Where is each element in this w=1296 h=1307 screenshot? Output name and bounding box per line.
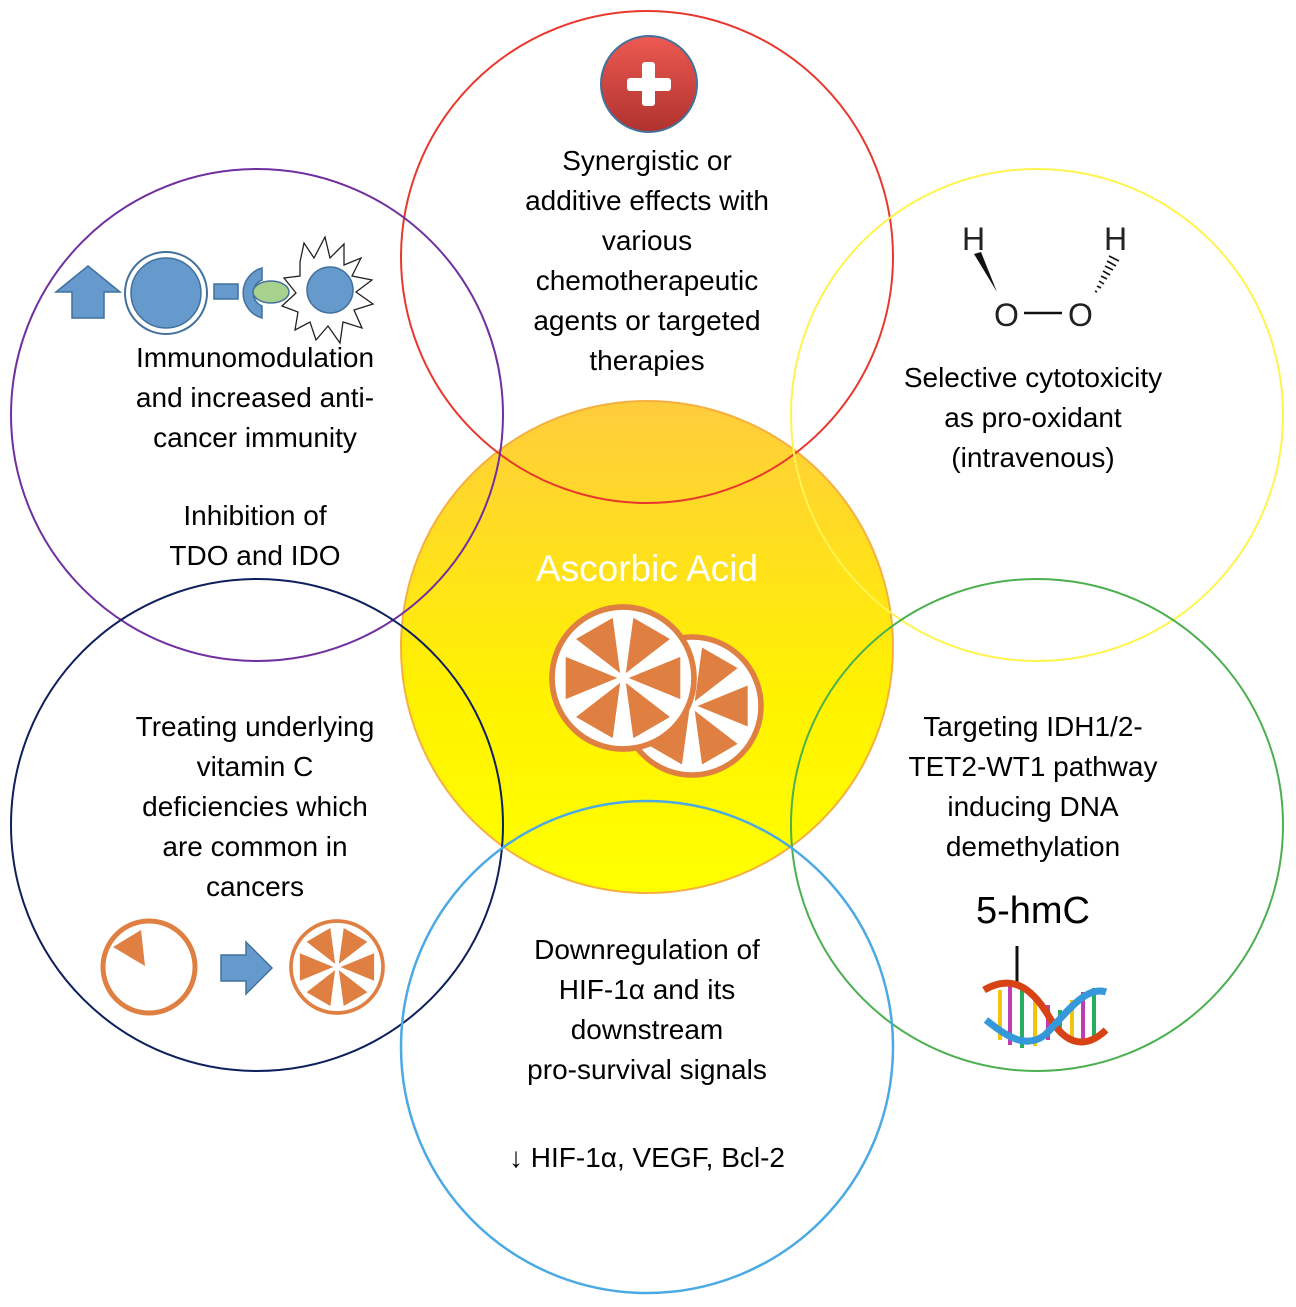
- atom-h-left: H: [962, 221, 985, 257]
- node-text-immunomodulation: Immunomodulation and increased anti- can…: [135, 342, 375, 453]
- node-subtext-hif: ↓ HIF-1α, VEGF, Bcl-2: [508, 1142, 785, 1173]
- node-text-deficiency: Treating underlying vitamin C deficienci…: [135, 711, 375, 902]
- node-subtext-immunomodulation: Inhibition of TDO and IDO: [169, 500, 341, 571]
- atom-h-right: H: [1104, 221, 1127, 257]
- full-orange-icon: [289, 919, 385, 1015]
- atom-o-right: O: [1068, 297, 1093, 333]
- depleted-orange-icon: [100, 918, 198, 1016]
- node-text-demethylation: Targeting IDH1/2- TET2-WT1 pathway induc…: [908, 711, 1158, 862]
- ring-bottom-left-deficiency: [10, 578, 504, 1072]
- node-text-synergy: Synergistic or additive effects with var…: [525, 145, 769, 376]
- orange-segment: [576, 682, 621, 739]
- orange-segment: [628, 656, 681, 700]
- atom-o-left: O: [994, 297, 1019, 333]
- center-title: Ascorbic Acid: [535, 548, 759, 589]
- orange-slices-icon: [549, 604, 764, 778]
- orange-segment: [299, 953, 334, 981]
- orange-segment: [338, 970, 368, 1006]
- ring-bottom-hif: [399, 799, 895, 1295]
- orange-segment: [306, 928, 336, 964]
- ring-top-left-immunomodulation: [10, 168, 504, 662]
- orange-segment: [694, 710, 738, 765]
- immune-cell-interaction-icon: [53, 235, 375, 345]
- orange-segment: [625, 682, 670, 739]
- orange-segment: [694, 647, 738, 702]
- orange-segment: [697, 685, 748, 727]
- ring-top-right-cytotoxicity: [790, 168, 1284, 662]
- orange-segment: [576, 617, 621, 674]
- right-arrow-icon: [220, 940, 274, 996]
- orange-segment: [306, 970, 336, 1006]
- hydrogen-peroxide-molecule-icon: H H O O: [962, 221, 1127, 333]
- node-text-hif: Downregulation of HIF-1α and its downstr…: [527, 934, 767, 1085]
- orange-deficiency-to-full-icon: [100, 918, 385, 1016]
- node-text-cytotoxicity: Selective cytotoxicity as pro-oxidant (i…: [903, 362, 1163, 473]
- orange-segment: [338, 928, 368, 964]
- up-arrow-icon: [53, 265, 123, 319]
- orange-slice-front: [549, 604, 697, 752]
- marker-5hmc: 5-hmC: [975, 890, 1091, 932]
- orange-segment: [625, 617, 670, 674]
- plus-icon: [600, 35, 698, 133]
- dna-helix-icon: [982, 946, 1109, 1048]
- ring-bottom-right-demethylation: [790, 578, 1284, 1072]
- full-orange-slice: [289, 919, 385, 1015]
- orange-segment: [565, 656, 618, 700]
- ring-top-synergy: [400, 10, 894, 504]
- orange-segment: [340, 953, 375, 981]
